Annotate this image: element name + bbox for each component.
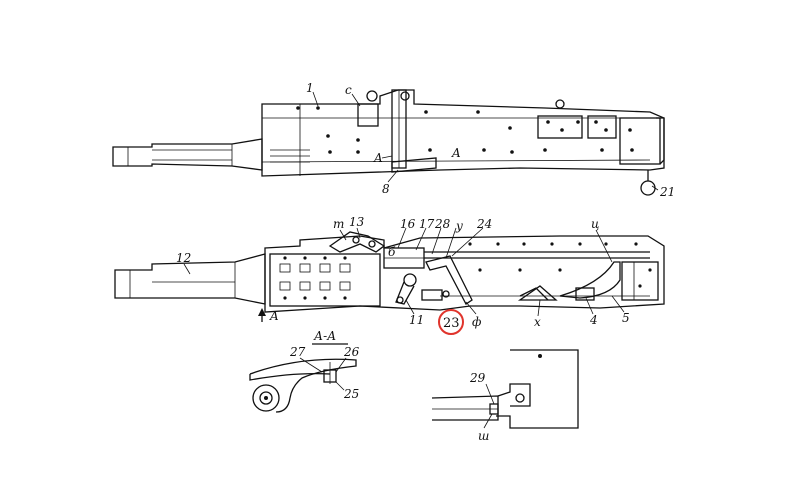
label-top-c: c [345, 83, 352, 97]
label-mid-b: б [388, 245, 396, 259]
middle-view [114, 227, 665, 322]
label-mid-4: 4 [589, 313, 598, 327]
label-det-sh: ш [478, 429, 489, 443]
label-mid-ts: ц [591, 217, 599, 231]
label-mid-23: 23 [443, 316, 460, 331]
label-top-a-left: A [373, 151, 383, 165]
top-view [112, 89, 665, 196]
label-det-29: 29 [469, 371, 486, 385]
label-mid-13: 13 [349, 215, 365, 229]
label-top-a-right: A [451, 146, 461, 160]
label-mid-t: т [333, 217, 344, 231]
section-a-a [249, 343, 357, 413]
label-mid-x: х [534, 315, 541, 329]
highlighted-part-23: 23 [438, 309, 464, 335]
label-top-21: 21 [659, 185, 675, 199]
label-mid-12: 12 [176, 251, 191, 265]
label-sec-25: 25 [343, 387, 359, 401]
label-sec-27: 27 [289, 345, 306, 359]
label-mid-a: A [269, 309, 279, 323]
label-mid-28: 28 [434, 217, 451, 231]
label-mid-16: 16 [400, 217, 416, 231]
label-mid-phi: ф [472, 315, 481, 329]
label-top-8: 8 [382, 182, 390, 196]
section-title: А-А [313, 329, 336, 343]
label-mid-24: 24 [476, 217, 492, 231]
middle-rivets [468, 242, 652, 288]
label-mid-y: у [455, 219, 463, 233]
detail-29 [431, 349, 579, 429]
highlight-circle [438, 309, 464, 335]
top-rivets [296, 106, 634, 154]
label-mid-17: 17 [419, 217, 435, 231]
label-mid-11: 11 [409, 313, 424, 327]
middle-holes [279, 256, 351, 300]
label-sec-26: 26 [343, 345, 360, 359]
label-top-1: 1 [306, 81, 314, 95]
label-mid-5: 5 [622, 311, 630, 325]
